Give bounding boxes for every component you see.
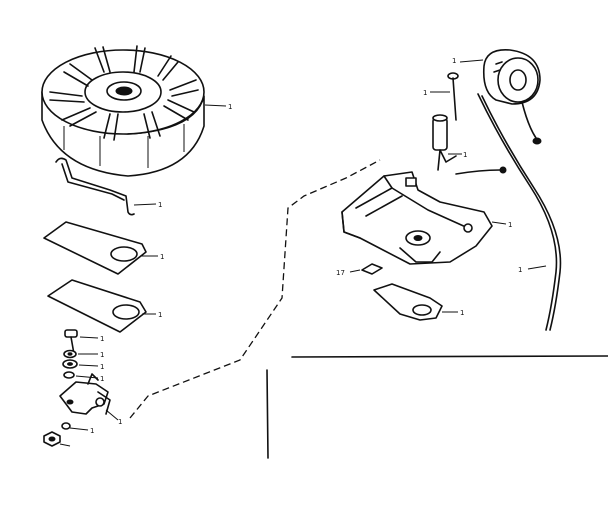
callout-coil-screw: 1	[452, 57, 456, 65]
callout-armature-plate: 1	[508, 221, 512, 229]
flywheel	[41, 45, 227, 177]
callout-washer-3: 1	[100, 375, 104, 383]
point-cover	[373, 283, 458, 321]
coil-screw	[430, 72, 459, 121]
breaker-points	[59, 373, 119, 421]
callout-coil-lead: 1	[463, 151, 467, 159]
washer-1	[63, 349, 98, 359]
callout-plate-upper: 1	[158, 311, 162, 319]
ignition-coil	[459, 49, 541, 105]
felt-wick	[349, 263, 383, 275]
alignment-dashed-line	[129, 159, 381, 419]
plate-upper	[47, 279, 156, 333]
callout-point-cover: 1	[460, 309, 464, 317]
coil-lead-wire	[455, 101, 542, 175]
callout-screw: 1	[100, 335, 104, 343]
callout-flywheel: 1	[228, 103, 232, 111]
frame-horizontal-line	[291, 355, 608, 358]
callout-washer-2: 1	[100, 363, 104, 371]
callout-nut: 1	[90, 427, 94, 435]
gasket-upper	[43, 221, 158, 275]
callout-washer-1: 1	[100, 351, 104, 359]
callout-gasket-upper: 1	[160, 253, 164, 261]
frame-vertical-line	[266, 369, 269, 459]
washer-3	[63, 371, 99, 379]
armature-plate	[341, 171, 507, 265]
spark-plug-wire	[477, 93, 562, 331]
callout-spring-clip: 1	[158, 201, 162, 209]
washer-2	[62, 359, 99, 369]
nut	[43, 422, 89, 447]
callout-felt-wick: 17	[336, 269, 345, 277]
condenser	[432, 114, 462, 171]
callout-condenser: 1	[423, 89, 427, 97]
spring-clip	[55, 157, 157, 216]
callout-breaker-points: 1	[118, 418, 122, 426]
callout-spark-plug-wire: 1	[518, 266, 522, 274]
